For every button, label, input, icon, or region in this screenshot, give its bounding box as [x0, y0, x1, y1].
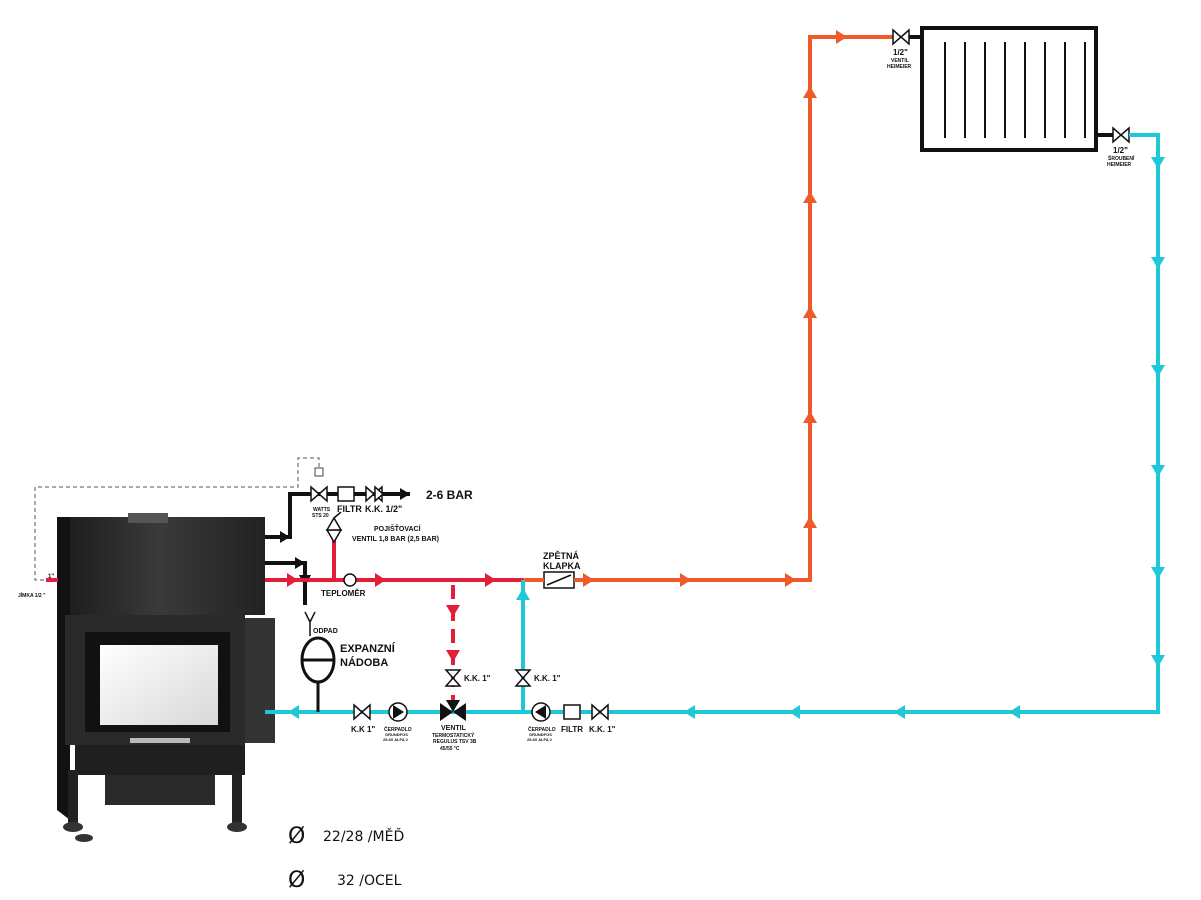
- cold-arrow-stove: [280, 531, 290, 543]
- fireplace-door-open: [245, 618, 275, 743]
- radiator-screw-label-1: ŠROUBENÍ: [1108, 154, 1135, 162]
- fireplace-glass: [100, 645, 218, 725]
- expansion-label-1: EXPANZNÍ: [340, 642, 396, 655]
- legend-text-copper: 22/28 /MĚĎ: [323, 827, 404, 845]
- radiator-screw-label-2: HEIMEIER: [1107, 162, 1132, 168]
- safety-valve-icon: [325, 511, 343, 544]
- expansion-label-2: NÁDOBA: [340, 656, 388, 669]
- legend-item-copper: Ø 22/28 /MĚĎ: [288, 824, 404, 849]
- radiator-fins: [944, 42, 1086, 138]
- pump-left-label-3: 25-60 ALFA 2: [383, 737, 409, 742]
- foot-left: [63, 822, 83, 832]
- kk1-valve-bottom-icon: [591, 703, 609, 721]
- foot-right: [227, 822, 247, 832]
- kk1-valve-middle-icon: [444, 669, 462, 687]
- radiator-valve-label-1: VENTIL: [891, 58, 909, 64]
- ash-drawer: [105, 775, 215, 805]
- radiator-screw-valve-icon: [1112, 126, 1130, 144]
- thermo-valve-label-3: 45/55 °C: [440, 746, 460, 752]
- pump-left-label-2: GRUNDFOS: [385, 732, 408, 737]
- pump-left-icon: [388, 702, 408, 722]
- watts-valve: [310, 485, 328, 503]
- one-inch-label: 1": [48, 574, 54, 580]
- thermometer-label: TEPLOMĚR: [321, 589, 366, 598]
- supply-radiator-line: [523, 35, 893, 582]
- sensor-capillary-line: [34, 457, 320, 581]
- kk1-valve-left-icon: [353, 703, 371, 721]
- thermo-valve-label-2: REGULUS TSV 3B: [433, 739, 477, 745]
- pump-right-label-2: GRUNDFOS: [529, 732, 552, 737]
- sensor-head: [314, 467, 324, 477]
- watts-model-label: STS 20: [312, 513, 329, 519]
- kk1-left-label: K.K 1": [351, 725, 375, 734]
- pump-right-label-1: ČERPADLO: [528, 726, 556, 733]
- safety-valve-label-1: POJIŠŤOVACÍ: [374, 524, 422, 533]
- flue-collar: [128, 513, 168, 523]
- kk1-right-label: K.K. 1": [534, 674, 561, 683]
- supply-arrows: [287, 573, 496, 662]
- diameter-icon: Ø: [288, 868, 305, 893]
- diameter-icon: Ø: [288, 824, 305, 849]
- supply-line: [46, 540, 523, 582]
- drain-arrow: [295, 557, 305, 569]
- leg-right-front: [232, 770, 242, 825]
- return-line: [265, 133, 1160, 714]
- kk1-bottom-label: K.K. 1": [589, 725, 616, 734]
- kk1-middle-label: K.K. 1": [464, 674, 491, 683]
- drain-funnel-icon: [304, 611, 316, 636]
- legend: Ø 22/28 /MĚĎ Ø 32 /OCEL: [288, 824, 404, 893]
- foot-back: [75, 834, 93, 842]
- legend-text-steel: 32 /OCEL: [337, 873, 402, 889]
- cold-in-arrow: [400, 488, 410, 500]
- filter-top-label: FILTR: [337, 504, 362, 514]
- radiator-valve-icon: [892, 28, 910, 46]
- filter-bottom-icon: [563, 704, 581, 720]
- thermometer-icon: [343, 573, 357, 587]
- fireplace-top-body: [57, 517, 265, 615]
- door-handle: [130, 738, 190, 743]
- thermostatic-valve-icon: [440, 700, 466, 721]
- pump-right-label-3: 25-60 ALFA 2: [527, 737, 553, 742]
- jimka-label: JÍMKA 1/2 ": [18, 591, 46, 599]
- thermo-valve-label: VENTIL: [441, 725, 467, 732]
- pump-left-label-1: ČERPADLO: [384, 726, 412, 733]
- kk1-valve-right-icon: [514, 669, 532, 687]
- filter-bottom-label: FILTR: [561, 725, 583, 734]
- thermo-valve-label-1: TERMOSTATICKÝ: [432, 732, 475, 739]
- check-valve-label-2: KLAPKA: [543, 561, 581, 571]
- safety-valve-label-2: VENTIL 1,8 BAR (2,5 BAR): [352, 536, 439, 543]
- radiator-body: [920, 26, 1098, 152]
- kk-half-label: K.K. 1/2": [365, 504, 402, 514]
- fireplace-insert: [57, 513, 275, 842]
- pump-right-icon: [531, 702, 551, 722]
- radiator: [920, 26, 1098, 152]
- check-valve-flap: [546, 574, 572, 586]
- kk-half-valves: [365, 485, 385, 503]
- radiator-supply-arrows: [583, 30, 847, 587]
- check-valve-label-1: ZPĚTNÁ: [543, 550, 580, 561]
- pressure-label: 2-6 BAR: [426, 488, 473, 502]
- filter-top-icon: [337, 486, 355, 502]
- return-arrows: [288, 157, 1165, 719]
- drain-label: ODPAD: [313, 628, 338, 635]
- leg-left-front: [68, 770, 78, 825]
- radiator-valve-label-2: HEIMEIER: [887, 64, 912, 70]
- expansion-vessel: [300, 636, 336, 712]
- radiator-valve-size-label: 1/2": [893, 48, 908, 57]
- fireplace-base: [75, 745, 245, 775]
- legend-item-steel: Ø 32 /OCEL: [288, 868, 402, 893]
- watts-label: WATTS: [313, 507, 331, 513]
- radiator-screw-size-label: 1/2": [1113, 146, 1128, 155]
